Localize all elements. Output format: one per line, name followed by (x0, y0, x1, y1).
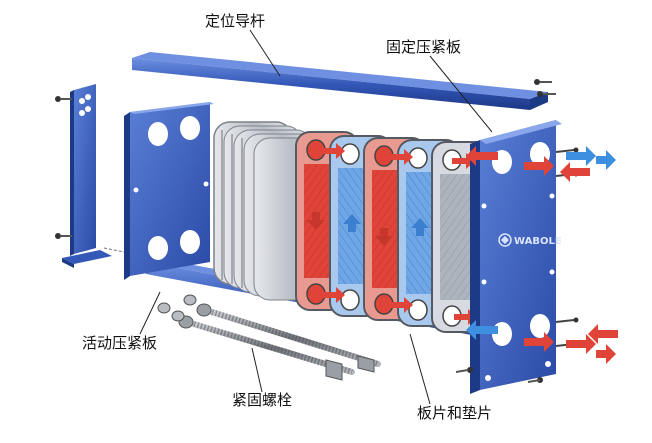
red-arrow-icon (560, 162, 590, 182)
label-plates-gaskets: 板片和垫片 (417, 404, 493, 422)
red-arrow-icon (524, 156, 554, 176)
red-arrow-icon (466, 146, 498, 166)
plate-pack (213, 121, 495, 333)
label-tie-bolts: 紧固螺栓 (232, 391, 293, 409)
blue-arrow-icon (566, 146, 596, 166)
label-movable-plate: 活动压紧板 (82, 334, 158, 352)
label-fixed-plate: 固定压紧板 (386, 38, 462, 56)
svg-text:WABOLE: WABOLE (514, 236, 562, 247)
blue-arrow-icon (466, 320, 498, 340)
blue-arrow-icon (596, 150, 616, 170)
company-logo: WABOLE (498, 233, 562, 247)
red-arrow-icon (588, 324, 618, 344)
red-arrow-icon (566, 334, 596, 354)
red-arrow-icon (322, 143, 345, 159)
movable-pressure-plate (124, 102, 214, 280)
red-arrow-icon (524, 332, 554, 352)
red-arrow-icon (322, 287, 345, 303)
red-arrow-icon (375, 228, 393, 246)
red-arrow-icon (390, 297, 413, 313)
label-guide-bar: 定位导杆 (205, 12, 266, 30)
blue-arrow-icon (343, 214, 361, 232)
tie-bolts (157, 294, 381, 381)
red-arrow-icon (390, 149, 413, 165)
port-arrows (466, 146, 618, 364)
guide-bar (132, 52, 556, 110)
red-arrow-icon (307, 212, 325, 230)
leader-lines (139, 29, 493, 405)
support-column (55, 84, 125, 268)
blue-arrow-icon (411, 218, 429, 236)
red-arrow-icon (596, 344, 616, 364)
